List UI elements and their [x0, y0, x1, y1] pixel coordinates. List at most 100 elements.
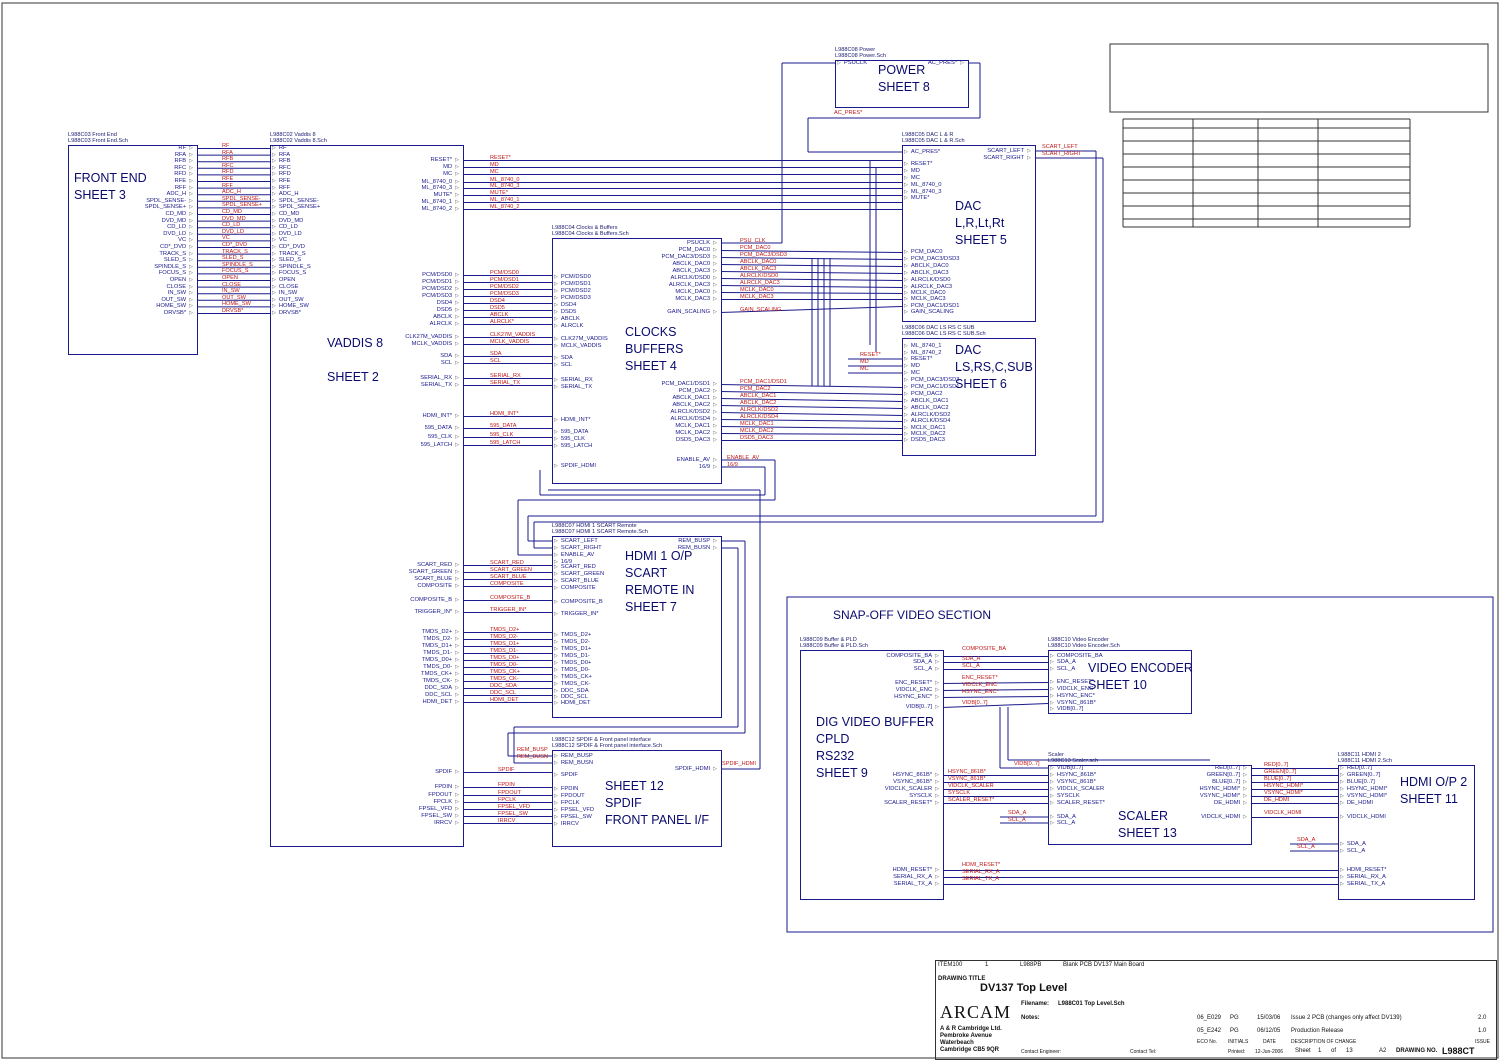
pin-vaddis-out: CLK27M_VADDIS: [270, 334, 459, 341]
wire-clocks-dac5: [719, 250, 903, 253]
pin-digbuf-out: VIDCLK_SCALER: [800, 786, 939, 793]
net-label: TMDS_D0-: [490, 662, 518, 668]
net-label: TMDS_D0+: [490, 655, 520, 661]
wire-clocks-dac6: [719, 419, 903, 422]
pin-vaddis-out: SDA: [270, 353, 459, 360]
pin-clocks-out: ABCLK_DAC0: [552, 261, 717, 268]
pin-vaddis-out: IRRCV: [270, 820, 459, 827]
snapoff-label: SNAP-OFF VIDEO SECTION: [833, 608, 992, 622]
pin-dac-out: SCART_LEFT: [902, 148, 1031, 155]
pin-vaddis-out: SCL: [270, 360, 459, 367]
pin-clocks-out: ALRCLK/DSD4: [552, 416, 717, 423]
block-title-dac6: DAC LS,RS,C,SUB SHEET 6: [955, 343, 1033, 391]
pin-frontend-out: DVD_LD: [68, 231, 193, 238]
net-label: DE_HDMI: [1264, 797, 1290, 803]
pin-frontend-out: RFD: [68, 171, 193, 178]
pin-scaler-out: BLUE[0..7]: [1048, 779, 1247, 786]
net-label: GREEN[0..7]: [1264, 769, 1297, 775]
net-label: SPINDLE_S: [222, 261, 253, 268]
net-label: PCM/DSD2: [490, 284, 519, 290]
pin-vaddis-out: ABCLK: [270, 314, 459, 321]
pin-hdmi1-in: TMDS_D2+: [554, 632, 591, 639]
pin-vaddis-out: TMDS_CK+: [270, 671, 459, 678]
pin-hdmi1-in: ENABLE_AV: [554, 552, 594, 559]
net-label: SYSCLK: [948, 790, 971, 796]
pin-frontend-out: CD*_DVD: [68, 244, 193, 251]
pin-frontend-out: CD_LD: [68, 224, 193, 231]
pin-hdmi1-in: SCART_RED: [554, 564, 596, 571]
net-label: ABCLK_DAC1: [740, 393, 777, 399]
pin-spdif-in: FPDOUT: [554, 793, 585, 800]
pin-hdmi1-in: COMPOSITE: [554, 585, 596, 592]
block-header-dac: L988C05 DAC L & R L988C05 DAC L & R.Sch: [902, 132, 965, 145]
pin-digbuf-out: SCL_A: [800, 666, 939, 673]
rev-header-issue: ISSUE: [1475, 1039, 1491, 1045]
pin-scaler-out: GREEN[0..7]: [1048, 772, 1247, 779]
net-label: TMDS_CK-: [490, 676, 519, 682]
pin-spdif-in: FPSEL_VFD: [554, 807, 594, 814]
pin-venc-in: VSYNC_861B*: [1050, 700, 1096, 707]
pin-vaddis-in: DVD_LD: [272, 231, 302, 238]
pin-dac6-in: DSD5_DAC3: [904, 437, 945, 444]
pin-spdif-in: REM_BUSP: [554, 753, 593, 760]
block-title-venc: VIDEO ENCODER SHEET 10: [1088, 661, 1193, 692]
net-label: SCART_RIGHT: [1042, 151, 1082, 157]
pin-hdmi1-out: REM_BUSN: [552, 545, 717, 552]
notes-box: [1109, 43, 1489, 113]
pin-digbuf-out: HDMI_RESET*: [800, 867, 939, 874]
pin-frontend-out: IN_SW: [68, 290, 193, 297]
net-label: MCLK_DAC2: [740, 428, 774, 434]
pin-vaddis-out: SERIAL_RX: [270, 375, 459, 382]
net-label: CLK27M_VADDIS: [490, 332, 536, 338]
net-label: RF: [222, 143, 230, 149]
pin-vaddis-out: SERIAL_TX: [270, 382, 459, 389]
pin-hdmi1-in: TMDS_D2-: [554, 639, 590, 646]
net-label: MCLK_VADDIS: [490, 339, 530, 345]
pin-clocks-in: CLK27M_VADDIS: [554, 336, 608, 343]
pin-digbuf-out: HSYNC_ENC*: [800, 694, 939, 701]
pin-hdmi1-in: TMDS_D1+: [554, 646, 591, 653]
pin-frontend-out: OPEN: [68, 277, 193, 284]
pin-hdmi2-in: BLUE[0..7]: [1340, 779, 1375, 786]
net-label: HDMI_DET: [490, 697, 519, 703]
net-label: MD: [490, 162, 499, 168]
net-label: MCLK_DAC3: [740, 294, 774, 300]
wire-clocks-dac6: [719, 405, 903, 409]
net-label: 595_DATA: [490, 423, 517, 429]
wire-digbuf-venc: [941, 696, 1049, 698]
net-label: CD*_DVD: [222, 242, 248, 248]
pin-vaddis-out: TMDS_D1-: [270, 650, 459, 657]
pin-frontend-out: RFB: [68, 158, 193, 165]
pin-vaddis-out: HDMI_INT*: [270, 413, 459, 420]
net-label: DVD_LD: [222, 228, 245, 235]
pin-spdif-in: FPCLK: [554, 800, 580, 807]
wire-clocks-dac5: [719, 264, 903, 267]
pin-clocks-in: 595_LATCH: [554, 443, 592, 450]
net-label: HDMI_INT*: [490, 411, 519, 417]
pin-vaddis-out: MCLK_VADDIS: [270, 341, 459, 348]
pin-vaddis-out: PCM/DSD1: [270, 279, 459, 286]
net-label: ADC_H: [222, 189, 241, 196]
pin-dac-in: MUTE*: [904, 195, 930, 202]
net-label: ENABLE_AV: [727, 455, 760, 461]
pin-vaddis-out: FPDOUT: [270, 792, 459, 799]
net-label: RFD: [222, 169, 234, 176]
pin-vaddis-out: FPSEL_SW: [270, 813, 459, 820]
pin-clocks-out: ABCLK_DAC3: [552, 268, 717, 275]
net-label: ML_8740_0: [490, 177, 520, 183]
pin-vaddis-out: TMDS_D2-: [270, 636, 459, 643]
company-logo: ARCAM: [940, 1002, 1012, 1022]
net-label: FPSEL_VFD: [498, 804, 531, 810]
pin-vaddis-out: 595_CLK: [270, 434, 459, 441]
net-label: MC: [860, 366, 869, 372]
net-label: SCL_A: [1297, 844, 1315, 850]
net-label: SPDL_SENSE-: [222, 195, 261, 202]
net-label: CD_LD: [222, 222, 241, 229]
pin-dac-in: PCM_DAC0: [904, 249, 943, 256]
net-label: RFE: [222, 176, 234, 182]
net-label: ML_8740_2: [490, 204, 520, 210]
pin-hdmi1-in: TMDS_CK+: [554, 674, 592, 681]
pin-vaddis-out: SCART_BLUE: [270, 576, 459, 583]
net-label: FPSEL_SW: [498, 811, 528, 817]
